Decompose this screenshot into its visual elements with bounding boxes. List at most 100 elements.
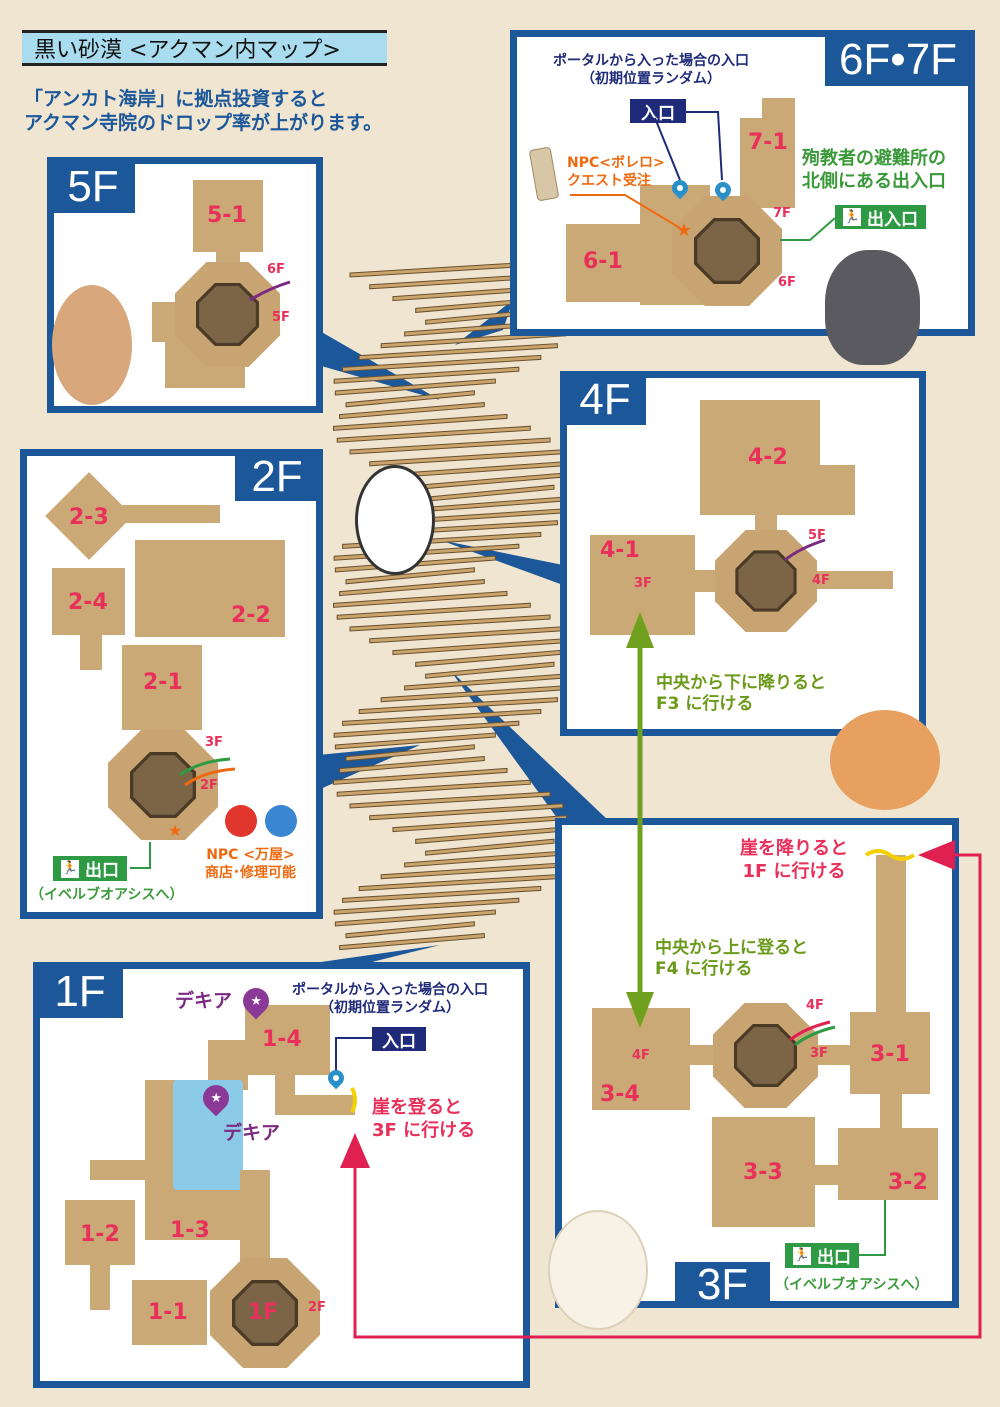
corridor: [80, 630, 102, 670]
dekia-label: デキア: [223, 1122, 281, 1144]
stair-step: [358, 697, 558, 715]
floor-mark-4f: 4F: [812, 573, 830, 588]
central-shaft-4f: [715, 530, 817, 632]
stair-step: [358, 343, 558, 361]
room-label-1-2: 1-2: [80, 1222, 120, 1247]
central-shaft-3f: [713, 1003, 818, 1108]
entrance-badge: 入口: [630, 99, 686, 124]
room-5-1: [193, 180, 263, 252]
note-line: F4 に行ける: [655, 959, 753, 980]
corridor: [815, 465, 855, 515]
exit-badge-6f: 🏃 出入口: [835, 205, 926, 230]
stair-step: [339, 579, 485, 597]
central-shaft-6f: [672, 196, 782, 306]
npc-line: NPC<ボレロ>: [567, 155, 665, 171]
npc-borero-note: NPC<ボレロ> クエスト受注: [567, 155, 665, 190]
cliff-ascend-note: 崖を登ると 3F に行ける: [372, 1097, 475, 1142]
room-label-4-2: 4-2: [748, 445, 788, 470]
floor-label-5f: 5F: [51, 161, 135, 213]
portal-note: ポータルから入った場合の入口 （初期位置ランダム）: [292, 982, 488, 1017]
room-2-1: [122, 645, 202, 730]
floor-mark-2f: 2F: [200, 778, 218, 793]
room-label-1-1: 1-1: [148, 1300, 188, 1325]
running-man-icon: 🏃: [843, 208, 861, 226]
dekia-label: デキア: [175, 990, 233, 1012]
title-banner: 黒い砂漠 <アクマン内マップ>: [22, 30, 387, 66]
stair-step: [349, 791, 551, 809]
floor-mark-3f: 3F: [634, 576, 652, 591]
stair-step: [334, 378, 496, 396]
stair-step: [349, 437, 551, 455]
floor-label-1f: 1F: [37, 966, 123, 1018]
central-shaft-1f: [210, 1258, 320, 1368]
notice-line: 「アンカト海岸」に拠点投資すると: [24, 88, 328, 110]
room-7-1: [740, 118, 795, 208]
portal-note: ポータルから入った場合の入口 （初期位置ランダム）: [553, 53, 749, 88]
corridor: [762, 98, 795, 128]
floor-label-3f: 3F: [675, 1262, 770, 1308]
exit-badge-2f: 🏃 出口: [53, 856, 127, 881]
stair-step: [342, 708, 542, 726]
npc-line: クエスト受注: [567, 172, 651, 189]
room-label-3-2: 3-2: [888, 1170, 928, 1195]
stair-step: [369, 803, 564, 821]
notice-text: 「アンカト海岸」に拠点投資すると アクマン寺院のドロップ率が上がります。: [24, 88, 382, 136]
room-1-2: [65, 1200, 135, 1265]
running-man-icon: 🏃: [61, 859, 79, 878]
room-label-2-3: 2-3: [69, 505, 109, 530]
corridor: [812, 1165, 842, 1185]
floor-mark-6f: 6F: [267, 262, 285, 277]
floor-mark-7f: 7F: [773, 206, 791, 221]
floor-mark-5f: 5F: [808, 528, 826, 543]
note-line: 1F に行ける: [742, 860, 846, 882]
stair-step: [425, 661, 555, 679]
room-label-7-1: 7-1: [748, 130, 788, 155]
fox-illustration: [830, 710, 940, 810]
panda-illustration: [355, 465, 435, 575]
stair-step: [345, 744, 475, 762]
center-label-1f: 1F: [248, 1300, 279, 1325]
room-2-2: [135, 540, 285, 637]
notice-line: アクマン寺院のドロップ率が上がります。: [24, 111, 383, 134]
floor-label-6f-7f: 6F•7F: [825, 34, 971, 86]
corridor: [115, 505, 220, 523]
corridor: [876, 855, 906, 1015]
room-1-4: [245, 1005, 330, 1075]
exit-label: 出口: [85, 861, 119, 881]
note-line: 中央から上に登ると: [655, 938, 808, 958]
room-label-5-1: 5-1: [207, 203, 247, 228]
exit-label: 出口: [817, 1248, 851, 1268]
bear-illustration: [52, 285, 132, 405]
room-label-2-2: 2-2: [231, 603, 271, 628]
room-2-4: [52, 568, 125, 635]
ascend-note: 中央から上に登ると F4 に行ける: [655, 938, 808, 981]
stair-step: [349, 614, 551, 632]
connector-67f: [455, 300, 513, 345]
room-label-3-4: 3-4: [600, 1082, 640, 1107]
exit-note: 殉教者の避難所の 北側にある出入口: [802, 148, 946, 193]
room-label-2-1: 2-1: [143, 670, 183, 695]
central-shaft-5f: [175, 262, 280, 367]
portal-note-line: （初期位置ランダム）: [320, 999, 460, 1016]
exit-destination: （イベルブオアシスへ）: [30, 887, 184, 903]
exit-badge-3f: 🏃出口: [785, 1243, 859, 1268]
stair-step: [333, 720, 520, 738]
room-label-1-3: 1-3: [170, 1218, 210, 1243]
stair-step: [336, 425, 531, 443]
floor-label-4f: 4F: [564, 375, 646, 425]
exit-label: 出入口: [867, 209, 918, 230]
stair-step: [336, 602, 531, 620]
shiba-dog-illustration: [825, 250, 920, 365]
portal-note-line: （初期位置ランダム）: [581, 70, 721, 87]
stair-step: [345, 567, 475, 585]
stair-step: [339, 756, 485, 774]
stair-step: [333, 413, 508, 431]
stair-step: [333, 590, 508, 608]
portal-note-line: ポータルから入った場合の入口: [292, 982, 488, 998]
stair-step: [339, 402, 485, 420]
corridor: [275, 1095, 355, 1115]
note-line: 崖を登ると: [372, 1097, 462, 1118]
stair-step: [333, 767, 508, 785]
alpaca-illustration: [548, 1210, 648, 1330]
floor-mark-3f: 3F: [810, 1046, 828, 1061]
